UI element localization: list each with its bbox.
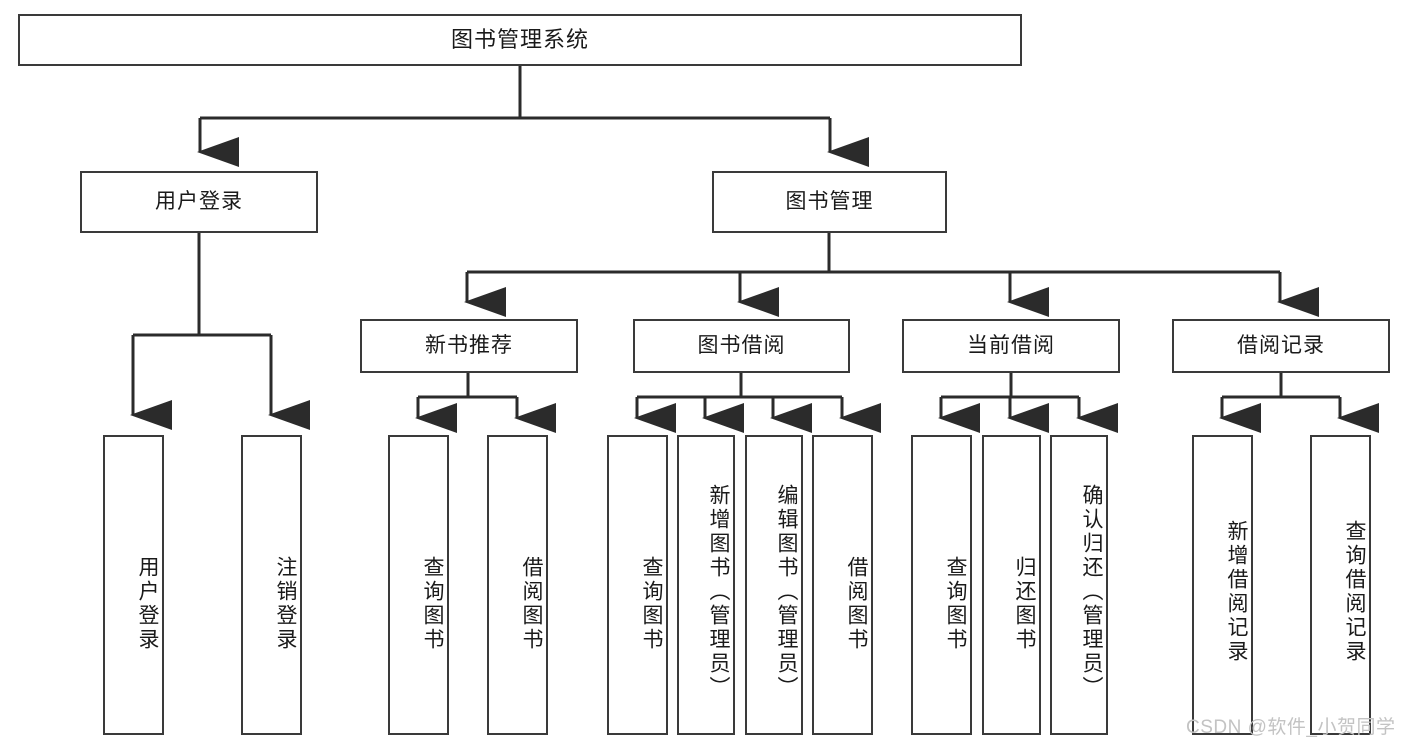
leaf-label: 注销登录 <box>274 556 297 652</box>
leaf-label: 新增借阅记录 <box>1225 520 1248 664</box>
leaf-current-query-book[interactable]: 查询图书 <box>911 435 972 735</box>
leaf-label: 查询图书 <box>421 556 444 652</box>
leaf-user-login[interactable]: 用户登录 <box>103 435 164 735</box>
leaf-borrow-borrow-book[interactable]: 借阅图书 <box>812 435 873 735</box>
leaf-record-query-record[interactable]: 查询借阅记录 <box>1310 435 1371 735</box>
node-user-login[interactable]: 用户登录 <box>80 171 318 233</box>
leaf-label: 查询图书 <box>944 556 967 652</box>
node-root-system[interactable]: 图书管理系统 <box>18 14 1022 66</box>
csdn-watermark: CSDN @软件_小贺同学 <box>1186 717 1396 738</box>
leaf-logout[interactable]: 注销登录 <box>241 435 302 735</box>
leaf-label: 借阅图书 <box>520 556 543 652</box>
leaf-label: 查询图书 <box>640 556 663 652</box>
leaf-newbook-query-book[interactable]: 查询图书 <box>388 435 449 735</box>
leaf-label: 用户登录 <box>136 556 159 652</box>
leaf-current-confirm-return-admin[interactable]: 确认归还（管理员） <box>1050 435 1108 735</box>
leaf-borrow-edit-book-admin[interactable]: 编辑图书（管理员） <box>745 435 803 735</box>
node-borrow-record[interactable]: 借阅记录 <box>1172 319 1390 373</box>
leaf-label: 借阅图书 <box>845 556 868 652</box>
node-book-management[interactable]: 图书管理 <box>712 171 947 233</box>
leaf-borrow-query-book[interactable]: 查询图书 <box>607 435 668 735</box>
leaf-newbook-borrow-book[interactable]: 借阅图书 <box>487 435 548 735</box>
leaf-current-return-book[interactable]: 归还图书 <box>982 435 1041 735</box>
node-new-book-recommend[interactable]: 新书推荐 <box>360 319 578 373</box>
leaf-label: 新增图书（管理员） <box>707 484 730 700</box>
leaf-label: 归还图书 <box>1013 556 1036 652</box>
node-current-borrow[interactable]: 当前借阅 <box>902 319 1120 373</box>
leaf-label: 查询借阅记录 <box>1343 520 1366 664</box>
node-book-borrow[interactable]: 图书借阅 <box>633 319 850 373</box>
leaf-record-add-record[interactable]: 新增借阅记录 <box>1192 435 1253 735</box>
leaf-borrow-add-book-admin[interactable]: 新增图书（管理员） <box>677 435 735 735</box>
leaf-label: 编辑图书（管理员） <box>775 484 798 700</box>
leaf-label: 确认归还（管理员） <box>1080 484 1103 700</box>
